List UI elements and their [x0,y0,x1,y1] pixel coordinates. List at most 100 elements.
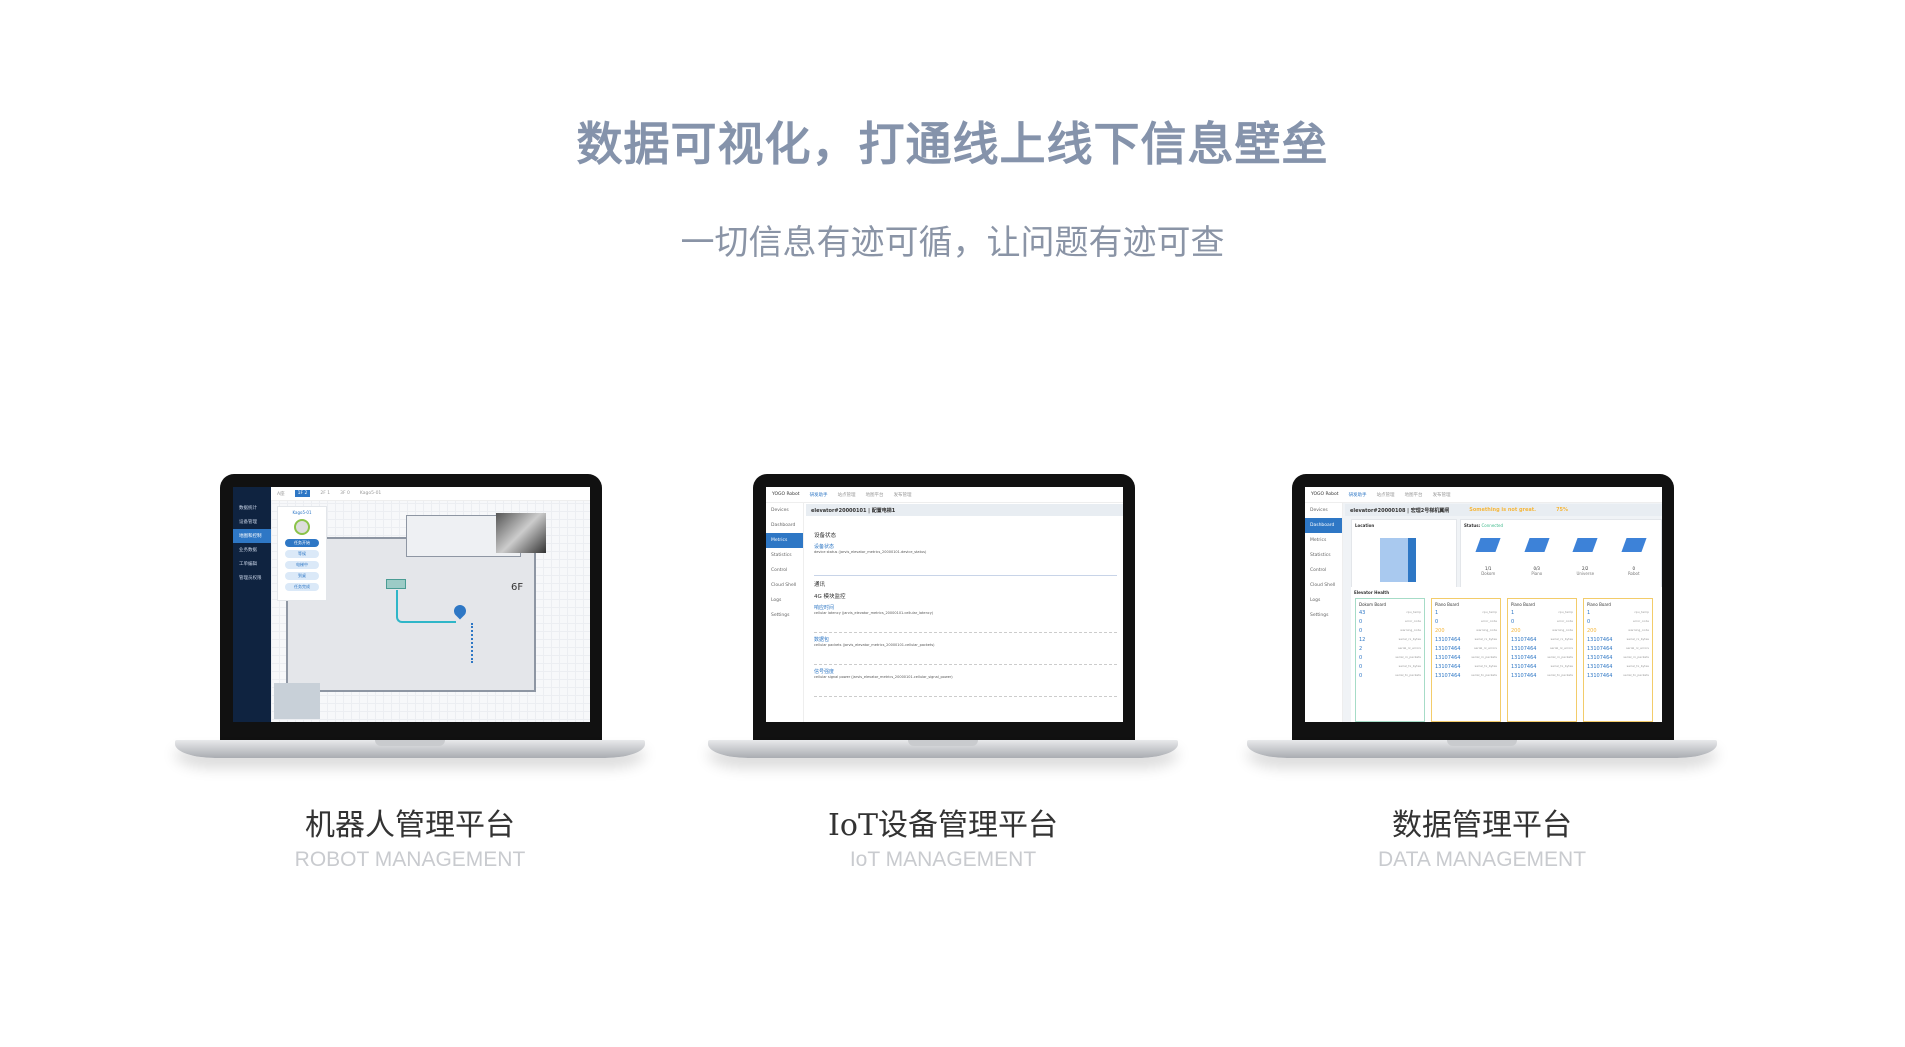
status-step[interactable]: 任务开始 [285,539,319,547]
metric-value: 13107464 [1435,655,1461,661]
metric-name: serial_tx_bytes [1626,664,1649,668]
sidebar-item[interactable]: Cloud Shell [1310,583,1336,588]
sidebar-item[interactable]: Dashboard [771,523,796,528]
metric-name: serial_tx_packets [1395,673,1421,677]
metric-name: serial_rx_bytes [1474,637,1497,641]
chart-title: cellular packets (jarvis_elevator_metric… [814,643,1117,665]
status-step[interactable]: 任务完成 [285,583,319,591]
metric-value: 13107464 [1511,673,1537,679]
nav-tab[interactable]: 地图平台 [1404,492,1423,498]
toolbar-item[interactable]: A座 [277,491,285,497]
map-toolbar: A座 1F 2 2F 1 3F 0 Kago5-01 [271,487,590,501]
sidebar-item[interactable]: 业务数据 [239,548,257,553]
sidebar-item[interactable]: Settings [1310,613,1329,618]
metric-value: 13107464 [1435,664,1461,670]
module-name: Piano [1531,571,1543,576]
sidebar-item[interactable]: Devices [1310,508,1328,513]
metric-name: cpu_temp [1558,610,1573,614]
status-step[interactable]: 电梯中 [285,561,319,569]
sidebar-item[interactable]: Control [1310,568,1327,573]
sidebar-item[interactable]: Control [771,568,788,573]
metric-name: serial_rx_bytes [1398,637,1421,641]
chart-title: device status (jarvis_elevator_metrics_2… [814,550,1117,576]
status-step[interactable]: 到桌 [285,572,319,580]
module-name: Dokom [1481,571,1496,576]
sidebar-item[interactable]: 地图和控制 [233,529,271,543]
nav-tab[interactable]: 发布管理 [893,492,912,498]
metric-value: 0 [1359,655,1363,661]
section-heading: 设备状态 [814,533,837,539]
sidebar-item[interactable]: 数据统计 [239,506,257,511]
sidebar-item[interactable]: Statistics [1310,553,1331,558]
metric-value: 200 [1435,628,1445,634]
metric-name: serial_rx_packets [1395,655,1421,659]
metric-value: 13107464 [1587,637,1613,643]
toolbar-item[interactable]: Kago5-01 [359,491,382,496]
sidebar-item[interactable]: Dashboard [1305,518,1342,533]
floor-map[interactable]: A座 1F 2 2F 1 3F 0 Kago5-01 6F Kago5-01 任务开始等… [271,487,590,722]
product-english: IoT MANAGEMENT [849,848,1037,871]
sidebar-item[interactable]: Logs [771,598,782,603]
board-name: Piano Board [1511,602,1535,607]
sidebar-item[interactable]: Settings [771,613,790,618]
metric-row: 0 serial_rx_packets [1359,655,1421,661]
module-count: 1/1 [1485,566,1492,571]
minimap[interactable] [274,683,320,719]
sidebar-item[interactable]: Cloud Shell [771,583,797,588]
metric-value: 13107464 [1587,664,1613,670]
sidebar-item[interactable]: Metrics [766,533,803,548]
toolbar-item[interactable]: 1F 2 [294,490,311,497]
nav-tab[interactable]: 站点管理 [1376,492,1395,498]
sidebar-item[interactable]: 管理员权限 [239,576,262,581]
nav-tab[interactable]: 地图平台 [865,492,884,498]
warning-text: Something is not great. [1469,507,1537,513]
sidebar-item[interactable]: Statistics [771,553,792,558]
metric-name: error_code [1633,619,1649,623]
sidebar-item[interactable]: Metrics [1310,538,1327,543]
status-step[interactable]: 等候 [285,550,319,558]
nav-tab[interactable]: 研发助手 [809,492,828,498]
module-count: 2/2 [1582,566,1589,571]
toolbar-item[interactable]: 2F 1 [320,491,331,496]
metric-value: 13107464 [1587,655,1613,661]
sidebar-item[interactable]: 工单编辑 [239,562,257,567]
breadcrumb: elevator#20000101 | 配置电梯1 [806,504,1123,516]
nav-tab[interactable]: 研发助手 [1348,492,1367,498]
toolbar-item[interactable]: 3F 0 [340,491,350,496]
section-heading: 4G 模块监控 [814,594,846,600]
chart-label: 信号强度 [814,669,835,675]
sidebar-item[interactable]: Devices [771,508,789,513]
product-english: ROBOT MANAGEMENT [294,848,526,871]
module-count: 0/3 [1533,566,1540,571]
metric-name: warning_code [1400,628,1421,632]
metric-name: serial_rx_errors [1626,646,1649,650]
floor-label: 6F [511,582,524,593]
health-percent: 75% [1556,507,1569,513]
metric-value: 0 [1511,619,1515,625]
robot-sidebar: 数据统计设备管理地图和控制业务数据工单编辑管理员权限 [233,487,271,722]
metric-value: 13107464 [1511,646,1537,652]
nav-tab[interactable]: 发布管理 [1432,492,1451,498]
metric-name: serial_tx_packets [1623,673,1649,677]
metric-value: 12 [1359,637,1366,643]
nav-tab[interactable]: 站点管理 [837,492,856,498]
metric-name: serial_rx_packets [1547,655,1573,659]
sidebar-item[interactable]: Logs [1310,598,1321,603]
sidebar-item[interactable]: 设备管理 [239,520,257,525]
